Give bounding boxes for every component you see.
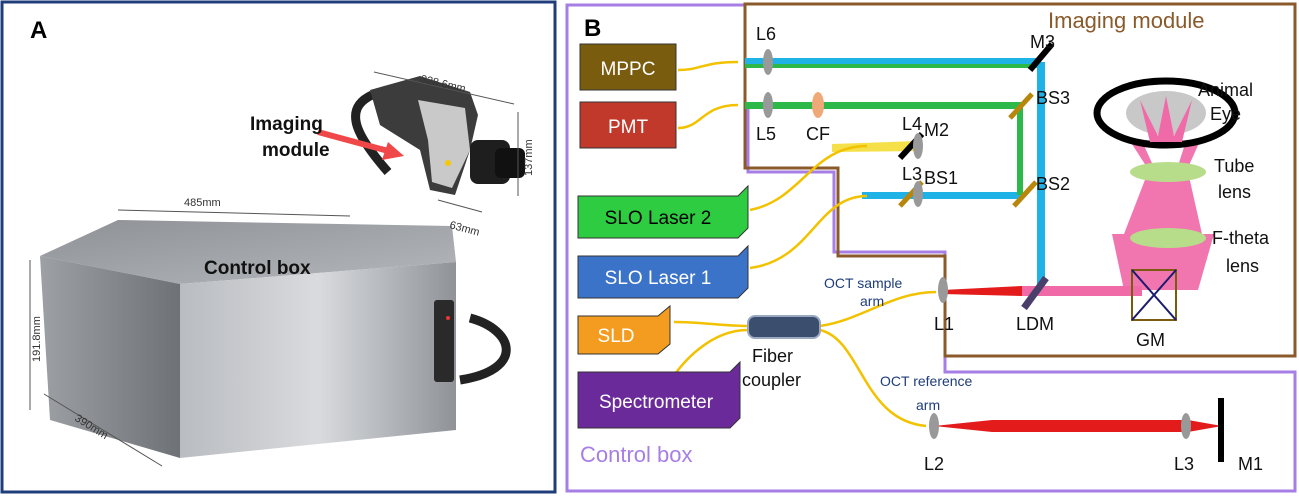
label-m1: M1 <box>1238 454 1263 474</box>
eye-focus <box>1140 96 1192 142</box>
label-ftheta-2: lens <box>1226 256 1259 276</box>
label-l4: L4 <box>902 114 922 134</box>
label-bs3: BS3 <box>1036 88 1070 108</box>
label-oct-sample-1: OCT sample <box>824 275 903 291</box>
label-ftheta-1: F-theta <box>1212 228 1270 248</box>
fiber-coupler-body <box>747 315 821 339</box>
galvo-mirror <box>1131 269 1177 321</box>
pointer-arrow-head <box>382 142 404 160</box>
beams <box>745 58 1222 432</box>
panel-b-letter: B <box>584 15 601 42</box>
label-ldm: LDM <box>1016 314 1054 334</box>
dim-line-box-depth <box>43 393 163 467</box>
label-fiber-1: Fiber <box>752 346 793 366</box>
label-l3: L3 <box>902 164 922 184</box>
imaging-module-label-2: module <box>262 140 330 161</box>
imaging-module-title: Imaging module <box>1048 8 1205 33</box>
label-tube-2: lens <box>1218 182 1251 202</box>
pmt-label: PMT <box>608 117 649 138</box>
mirror-m3 <box>1027 42 1055 72</box>
dim-box-height: 191.8mm <box>31 316 43 362</box>
dim-box-length: 485mm <box>184 197 221 209</box>
label-oct-ref-1: OCT reference <box>880 373 973 389</box>
mirror-m1 <box>1218 398 1224 462</box>
box-port-panel <box>434 300 454 382</box>
dim-line-imaging-length <box>373 71 515 105</box>
lens-l2 <box>929 413 939 439</box>
lens-l5 <box>763 92 773 118</box>
slo-laser-2-label: SLO Laser 2 <box>605 208 712 229</box>
panel-a-letter: A <box>30 17 47 44</box>
label-m3: M3 <box>1030 32 1055 52</box>
label-l5: L5 <box>756 124 776 144</box>
sld-label: SLD <box>598 326 635 347</box>
lens-l1 <box>938 277 948 303</box>
pointer-arrow <box>317 129 393 155</box>
imaging-module-illustration <box>370 76 525 195</box>
slo-laser-1-label: SLO Laser 1 <box>605 268 712 289</box>
label-l3-reference: L3 <box>1174 454 1194 474</box>
spectrometer-box <box>577 360 741 429</box>
lens-l6 <box>763 49 773 75</box>
side-cable <box>459 313 511 385</box>
ftheta-lens-shape <box>1130 228 1206 248</box>
lens-l3 <box>913 181 923 207</box>
label-oct-ref-2: arm <box>916 397 940 413</box>
label-l1: L1 <box>934 314 954 334</box>
label-tube-1: Tube <box>1214 156 1254 176</box>
label-bs2: BS2 <box>1036 174 1070 194</box>
spectrometer-label: Spectrometer <box>599 392 714 413</box>
dichroic-ldm <box>1021 275 1049 311</box>
label-oct-sample-2: arm <box>860 293 884 309</box>
panel-b: B Imaging module Control box <box>565 2 1297 493</box>
lens-l3-reference <box>1181 413 1191 439</box>
slo-laser-1-box <box>577 244 749 299</box>
dim-imaging-height: 137mm <box>523 139 535 176</box>
splitter-bs3 <box>1008 92 1034 120</box>
control-box-illustration <box>40 220 456 458</box>
slo-laser-2-box <box>577 184 749 239</box>
lens-l4 <box>913 133 923 159</box>
label-bs1: BS1 <box>924 168 958 188</box>
label-cf: CF <box>806 124 830 144</box>
mppc-label: MPPC <box>601 59 656 80</box>
dim-line-box-length <box>117 209 351 217</box>
sld-box <box>577 304 671 355</box>
color-filter <box>812 92 824 118</box>
imaging-module-label-1: Imaging <box>250 114 323 135</box>
dim-line-imaging-width <box>437 199 483 213</box>
label-l2: L2 <box>924 454 944 474</box>
imaging-module-frame <box>743 2 1297 358</box>
label-l6: L6 <box>756 24 776 44</box>
label-eye-1: Animal <box>1198 80 1253 100</box>
panel-a: A Imaging module Control box 328.6mm 137… <box>0 0 557 494</box>
label-eye-2: Eye <box>1210 104 1241 124</box>
label-fiber-2: coupler <box>742 370 801 390</box>
control-box-label: Control box <box>204 258 311 279</box>
label-m2: M2 <box>924 120 949 140</box>
mppc-box <box>579 43 677 91</box>
tube-lens-shape <box>1130 162 1206 182</box>
splitter-bs2 <box>1012 180 1038 208</box>
pmt-box <box>579 101 677 149</box>
connection-cable <box>351 90 392 175</box>
label-gm: GM <box>1136 330 1165 350</box>
control-box-title: Control box <box>580 442 693 467</box>
